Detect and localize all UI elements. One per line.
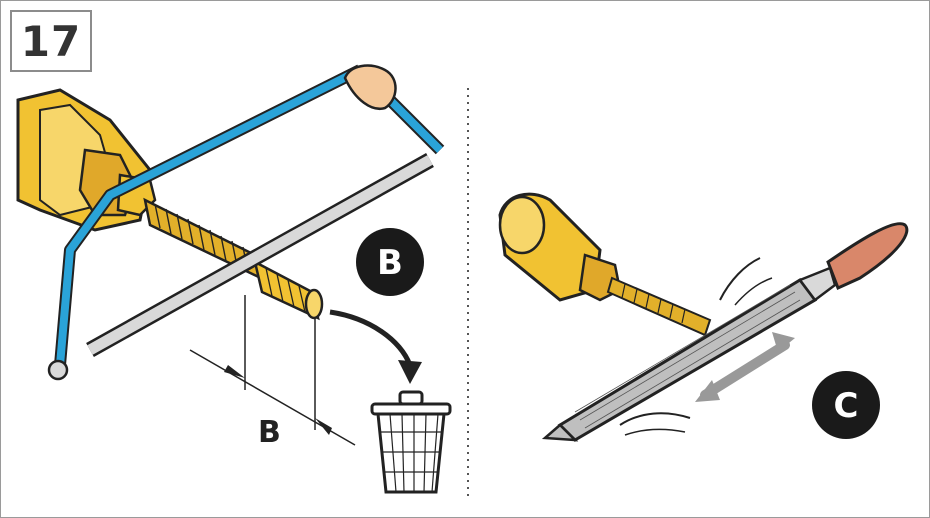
dimension-b-label: B: [258, 415, 281, 450]
badge-b: B: [356, 228, 424, 296]
wing-nut-icon: [49, 361, 67, 379]
hand-icon: [345, 66, 396, 109]
cut-off-segment: [255, 262, 322, 318]
badge-c-label: C: [834, 386, 859, 426]
discard-arrow-icon: [330, 312, 422, 384]
valve-body-left: [18, 90, 155, 230]
trash-bin-icon: [372, 392, 450, 492]
valve-icon: [500, 194, 710, 335]
badge-b-label: B: [377, 243, 403, 283]
badge-c: C: [812, 371, 880, 439]
